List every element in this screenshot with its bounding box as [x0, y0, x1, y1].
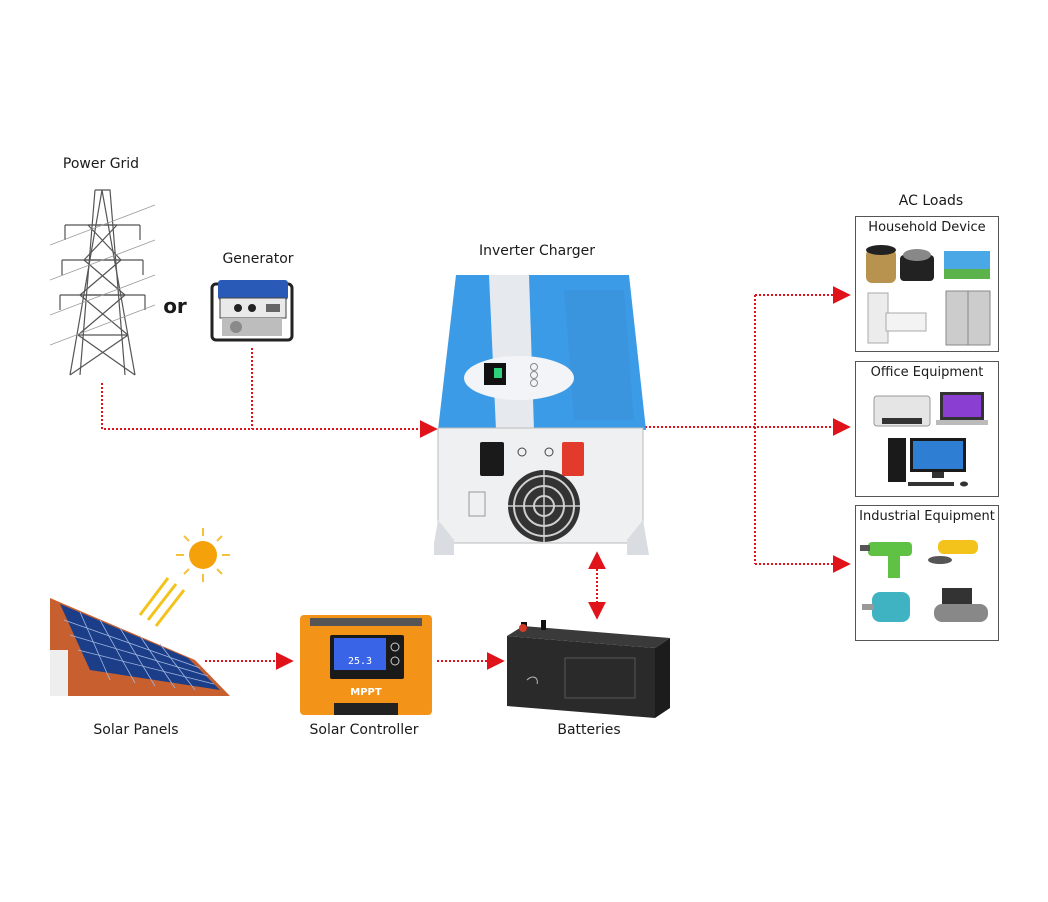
batteries-label: Batteries	[557, 722, 621, 738]
office-equipment-label: Office Equipment	[870, 365, 984, 380]
inverter-charger-icon	[434, 275, 649, 555]
solar-controller-icon: 25.3 MPPT	[300, 615, 432, 715]
generator-label: Generator	[222, 251, 294, 267]
transmission-tower-icon	[50, 189, 155, 376]
industrial-equipment-label: Industrial Equipment	[859, 509, 995, 524]
battery-icon	[507, 620, 670, 718]
generator-icon	[210, 280, 294, 342]
inverter-label: Inverter Charger	[479, 243, 595, 259]
load-group-household: Household Device	[855, 216, 999, 352]
solar-controller-label: Solar Controller	[309, 722, 419, 738]
ac-loads-title: AC Loads	[898, 193, 964, 209]
flow-grid-to-inverter	[101, 383, 438, 438]
power-grid-label: Power Grid	[62, 156, 140, 172]
sun-icon	[138, 528, 230, 627]
solar-panels-label: Solar Panels	[93, 722, 179, 738]
or-separator: or	[163, 294, 187, 318]
load-group-office: Office Equipment	[855, 361, 999, 497]
controller-brand-text: MPPT	[350, 687, 382, 698]
load-group-industrial: Industrial Equipment	[855, 505, 999, 641]
industrial-tools-icon	[860, 540, 988, 622]
controller-display-value: 25.3	[348, 656, 372, 667]
office-equipment-icon	[873, 392, 988, 487]
household-device-label: Household Device	[868, 220, 986, 235]
solar-panels-icon	[50, 528, 230, 696]
household-appliances-icon	[866, 245, 991, 346]
